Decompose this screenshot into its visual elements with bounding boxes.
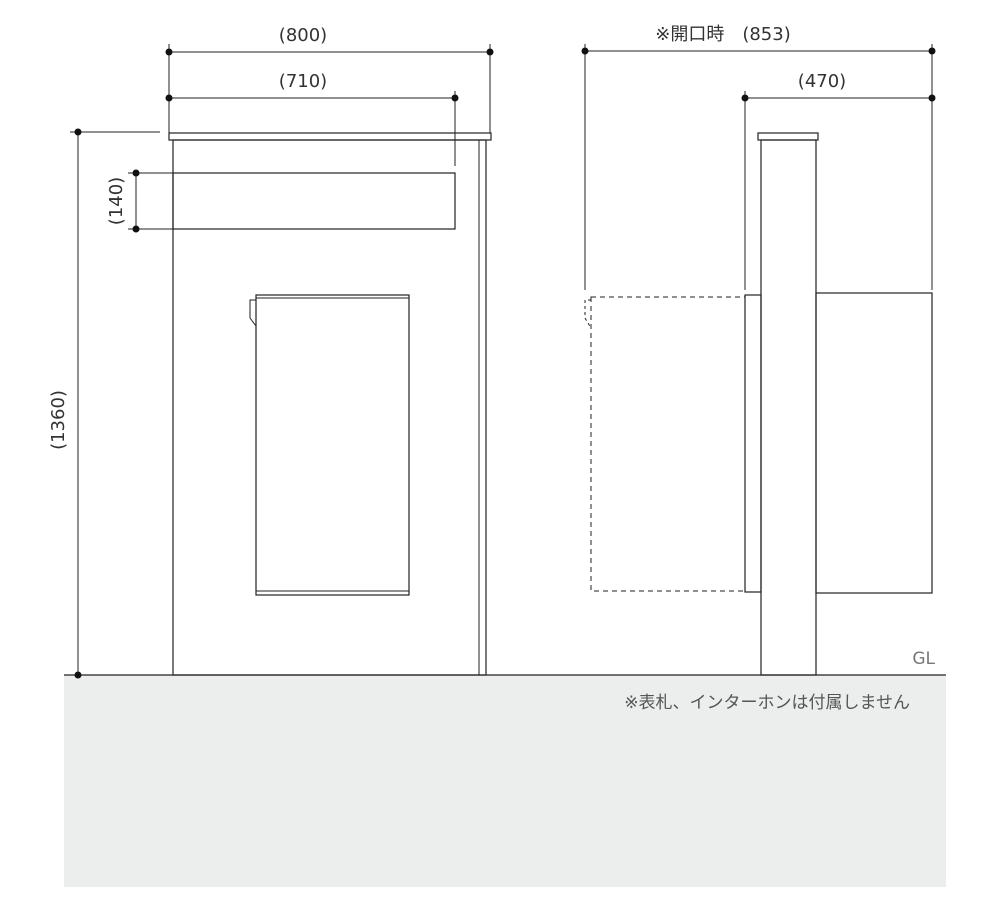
mail-slot [172,172,456,230]
front-top-cap [168,132,492,141]
dimension-open-depth: ※開口時 (853) [581,24,936,290]
front-view [168,132,492,676]
side-door-front-panel [744,294,762,593]
front-door [255,294,410,596]
front-door-handle [249,299,257,327]
dimension-side-depth-label: (470) [798,71,846,92]
side-post [760,139,817,676]
ground-level-label: GL [912,649,935,669]
ground-area [64,675,946,887]
dimension-front-width-label: (800) [279,25,327,46]
side-open-door-dashed [590,296,746,592]
dimension-total-height-label: (1360) [48,390,69,450]
dimension-total-height: (1360) [48,128,160,679]
side-box-back [815,292,933,594]
dimension-slot-width: (710) [165,71,459,166]
dimension-slot-height: (140) [106,169,173,233]
side-view [584,132,933,676]
side-cap [757,132,819,141]
accessory-note: ※表札、インターホンは付属しません [624,693,910,713]
front-body [172,139,487,676]
dimension-open-depth-label: ※開口時 (853) [655,24,790,45]
dimension-front-width: (800) [165,25,494,133]
dimension-slot-width-label: (710) [279,71,327,92]
dimension-side-depth: (470) [741,71,936,290]
dimension-slot-height-label: (140) [106,177,127,225]
side-open-door-handle-dashed [584,299,592,329]
